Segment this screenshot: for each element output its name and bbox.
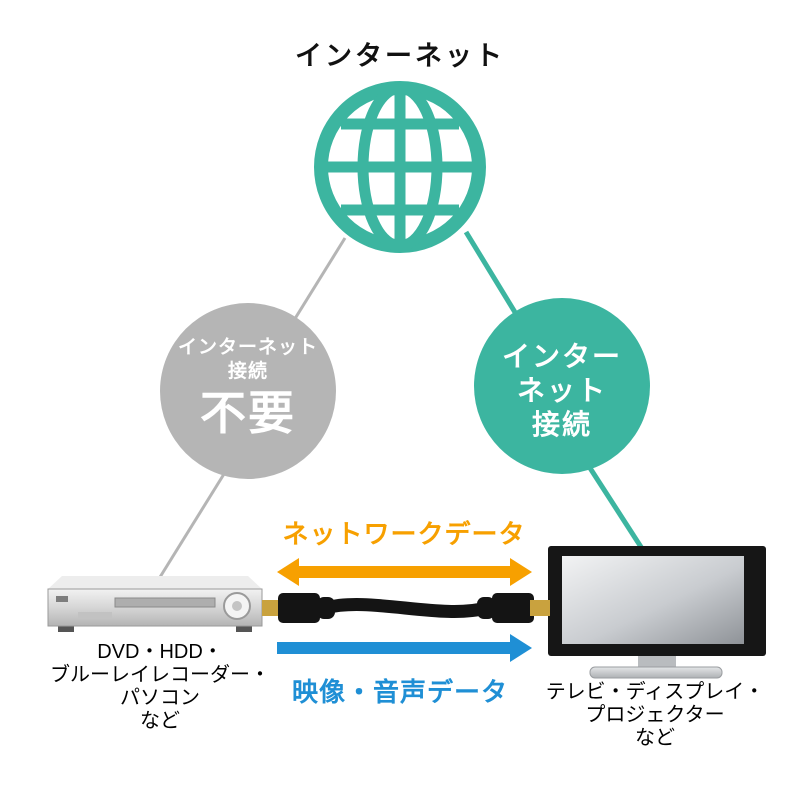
tv-illustration (548, 546, 766, 679)
hdmi-cable-illustration (262, 593, 550, 623)
av-arrow-right-head (510, 634, 532, 662)
recorder-illustration (47, 576, 263, 632)
cable-wire (324, 598, 488, 618)
recorder-disc-tray (114, 597, 216, 608)
internet-label-line3: 接続 (531, 409, 592, 440)
recorder-foot-right (236, 624, 252, 632)
network-data-label: ネットワークデータ (282, 519, 526, 549)
diagram-title: インターネット (295, 41, 505, 71)
recorder-display (78, 612, 112, 618)
network-arrow-left-head (277, 558, 299, 586)
cable-right-strain-relief (477, 597, 495, 619)
network-arrow-right-head (510, 558, 532, 586)
no-internet-label-line1: インターネット (177, 337, 318, 358)
caption-line: など (140, 710, 180, 732)
gray-connector-bottom (150, 473, 226, 591)
tv-stand-base (589, 666, 723, 679)
recorder-knob-center (232, 601, 242, 611)
caption-line: テレビ・ディスプレイ・ (545, 681, 765, 703)
caption-line: ブルーレイレコーダー・ (50, 664, 270, 686)
cable-right-plug-tip (530, 600, 550, 616)
cable-right-connector (492, 593, 534, 623)
network-arrow-shaft (297, 566, 511, 578)
recorder-foot-left (58, 624, 74, 632)
internet-label: インター ネット 接続 (452, 340, 672, 442)
cable-left-connector (278, 593, 320, 623)
no-internet-label: インターネット 接続 不要 (138, 336, 358, 439)
no-internet-label-line2: 接続 (227, 361, 268, 382)
network-data-arrow (277, 558, 532, 586)
caption-line: パソコン (120, 687, 200, 709)
cable-left-strain-relief (317, 597, 335, 619)
no-internet-label-emphasis: 不要 (200, 387, 296, 439)
recorder-power-button (56, 596, 68, 602)
av-data-arrow (277, 634, 532, 662)
caption-line: DVD・HDD・ (97, 641, 223, 663)
caption-line: など (635, 727, 675, 749)
no-internet-circle (160, 303, 336, 479)
internet-label-line1: インター (501, 341, 622, 372)
tv-caption: テレビ・ディスプレイ・ プロジェクター など (525, 681, 785, 750)
recorder-caption: DVD・HDD・ ブルーレイレコーダー・ パソコン など (30, 641, 290, 733)
tv-screen (562, 556, 744, 644)
tv-stand-neck (638, 656, 676, 668)
globe-icon (314, 81, 486, 253)
internet-circle (474, 298, 650, 474)
av-data-label: 映像・音声データ (291, 677, 508, 707)
cable-left-plug-tip (262, 600, 282, 616)
recorder-top (48, 576, 262, 589)
internet-label-line2: ネット (516, 375, 607, 406)
caption-line: プロジェクター (585, 704, 725, 726)
av-arrow-shaft (277, 642, 511, 654)
